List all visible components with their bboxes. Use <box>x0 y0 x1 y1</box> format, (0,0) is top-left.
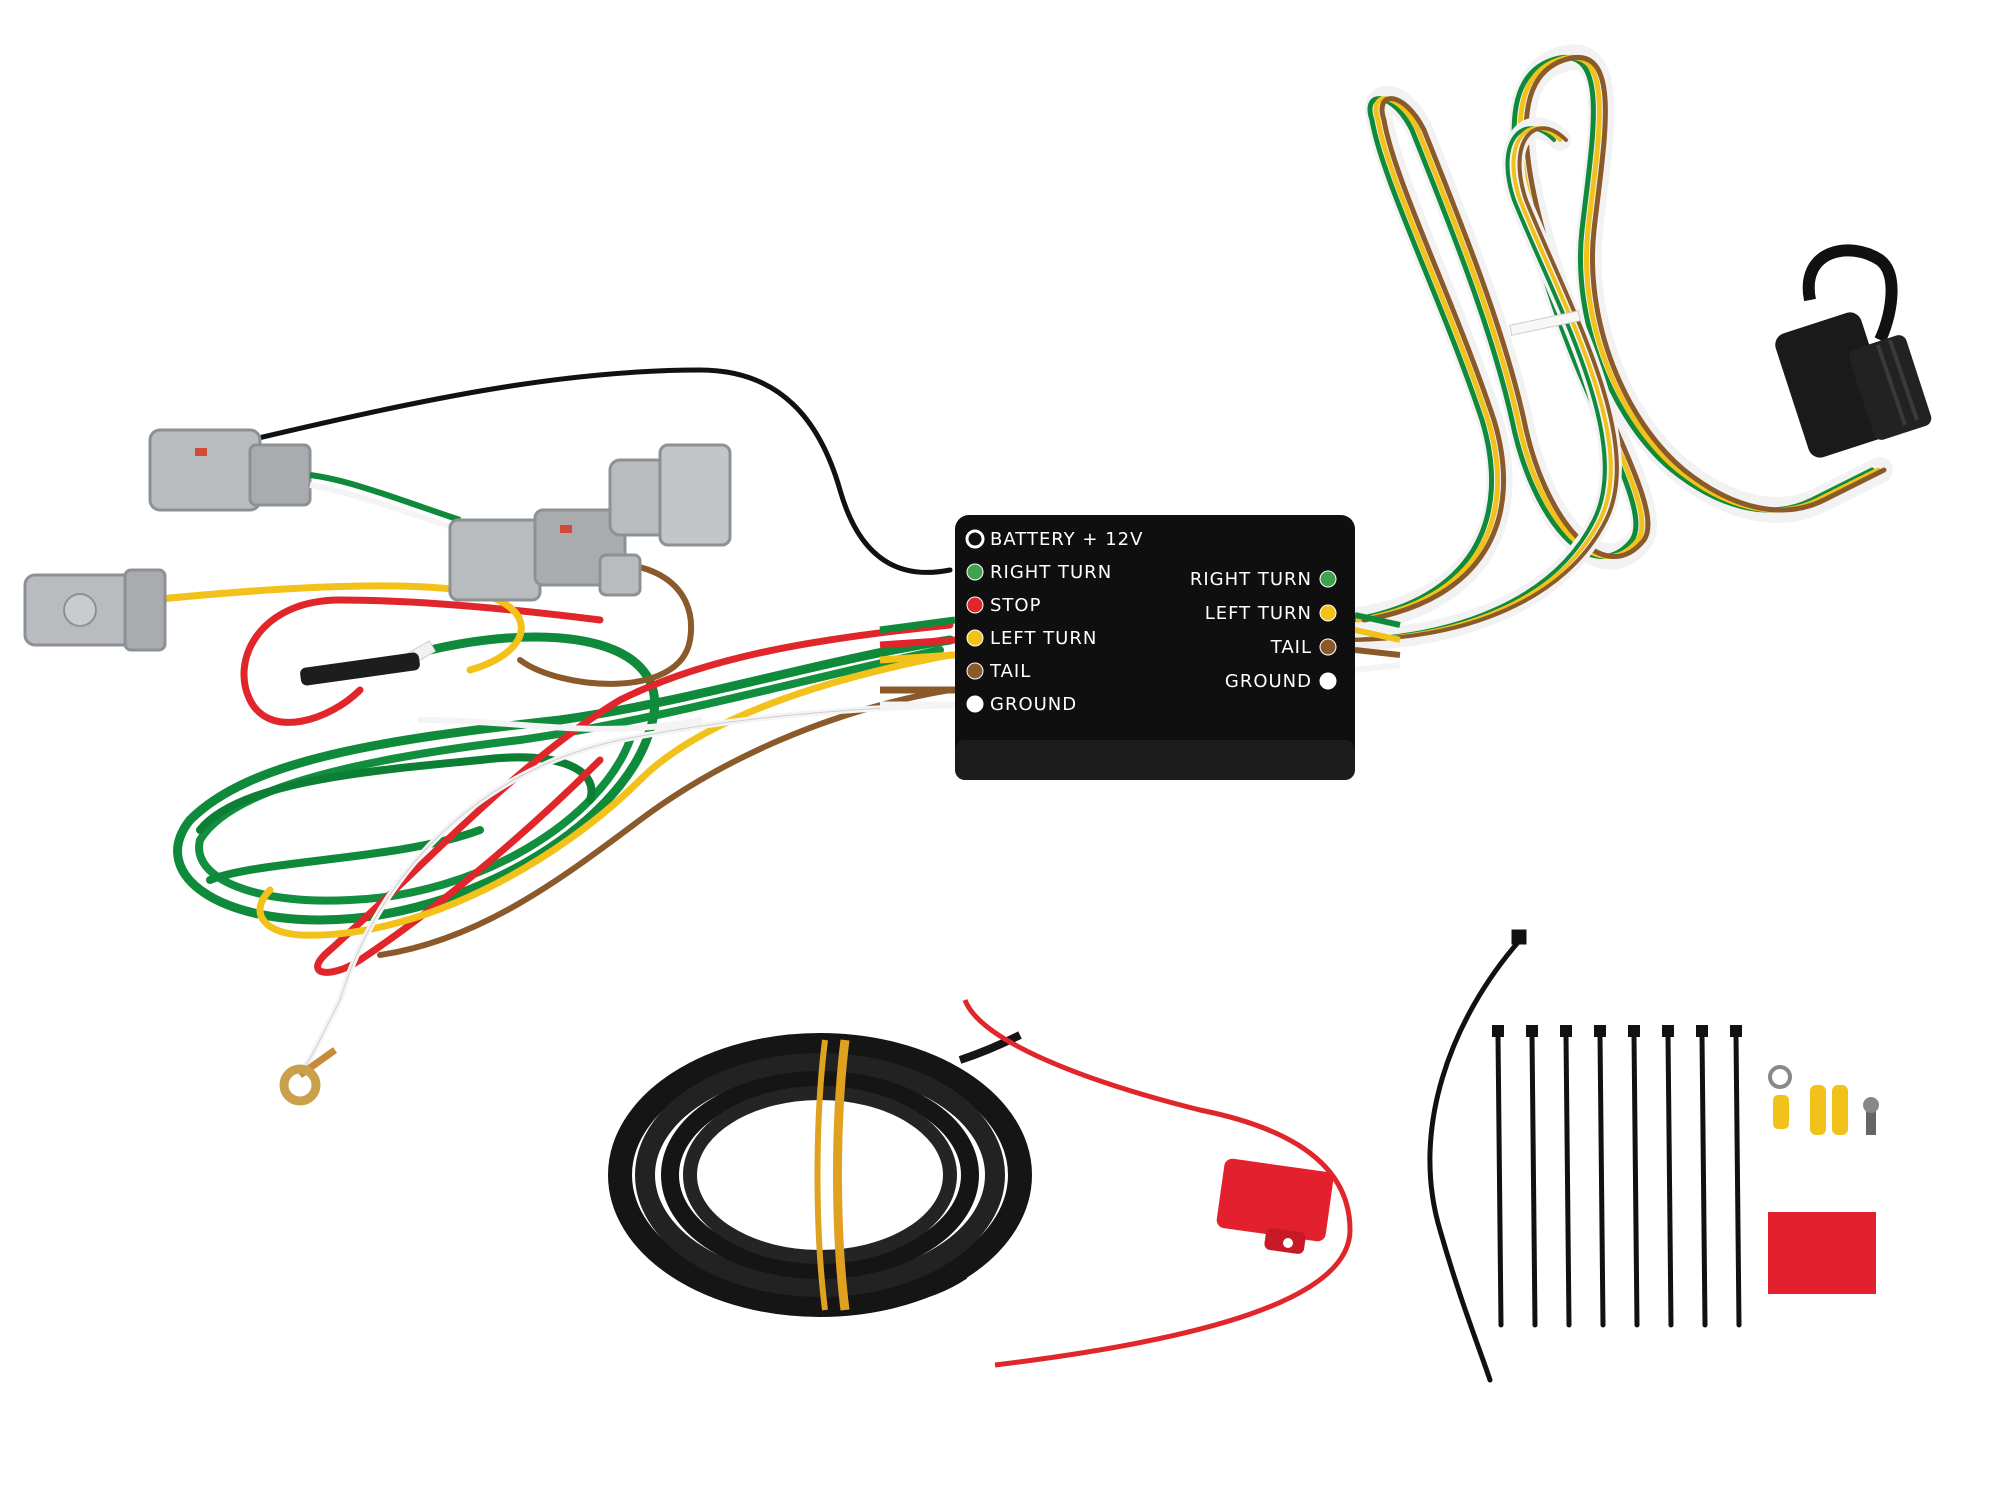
adhesive-pad <box>1768 1212 1876 1294</box>
output-label: GROUND <box>1225 671 1312 692</box>
cable-tie-band <box>1699 1032 1708 1328</box>
output-indicator-dot <box>1319 638 1337 656</box>
cable-tie-band <box>1495 1032 1504 1328</box>
harness-wire-bundle <box>146 367 955 1078</box>
four-way-flat-connector <box>1775 244 1932 458</box>
cable-tie-head <box>1492 1025 1504 1037</box>
cable-tie-head <box>1696 1025 1708 1037</box>
green-wire-loop <box>173 632 955 925</box>
module-leads <box>879 612 1401 709</box>
output-indicator-dot <box>1319 570 1337 588</box>
converter-module: BATTERY + 12V RIGHT TURN STOP LEFT TURN TAIL… <box>955 515 1355 780</box>
black-wire <box>247 367 953 575</box>
input-indicator-dot <box>966 629 984 647</box>
cable-tie-head <box>1560 1025 1572 1037</box>
connector-gray-right <box>608 443 732 547</box>
cable-ties <box>1427 929 1527 1383</box>
cable-tie-band <box>1631 1032 1640 1328</box>
module-input-labels: BATTERY + 12V RIGHT TURN STOP LEFT TURN TAIL… <box>965 529 1143 715</box>
input-label: TAIL <box>989 661 1031 682</box>
input-label: BATTERY + 12V <box>990 529 1143 550</box>
cable-tie-band <box>1665 1032 1674 1328</box>
connector-gray-top-left <box>148 428 461 533</box>
module-output-labels: RIGHT TURN LEFT TURN TAIL GROUND <box>1190 569 1337 692</box>
heat-shrink-sleeve <box>300 652 420 686</box>
input-indicator-dot <box>966 662 984 680</box>
ring-terminal <box>279 1047 338 1106</box>
output-indicator-dot <box>1319 604 1337 622</box>
black-wire-coil <box>608 1031 1032 1317</box>
trailer-wire-bundle <box>1329 44 1893 651</box>
cable-tie-head <box>1662 1025 1674 1037</box>
yellow-wire <box>256 651 954 939</box>
cable-tie-head <box>1730 1025 1742 1037</box>
brown-wire <box>377 687 953 958</box>
trailer-bundle-tie <box>1509 310 1581 336</box>
connector-gray-center <box>448 508 642 602</box>
cable-tie-band <box>1733 1032 1742 1328</box>
output-label: RIGHT TURN <box>1190 569 1312 590</box>
small-hardware <box>1768 1065 1879 1135</box>
fuse-holder <box>962 999 1353 1368</box>
input-indicator-dot <box>966 596 984 614</box>
input-indicator-dot <box>966 563 984 581</box>
cable-tie-band <box>1529 1032 1538 1328</box>
output-indicator-dot <box>1319 672 1337 690</box>
cable-tie-band <box>1563 1032 1572 1328</box>
connector-gray-left <box>23 568 167 652</box>
input-indicator-dot <box>966 695 984 713</box>
output-label: TAIL <box>1270 637 1312 658</box>
cable-tie-head <box>1594 1025 1606 1037</box>
cable-tie-head <box>1628 1025 1640 1037</box>
cable-tie-head <box>1526 1025 1538 1037</box>
input-label: LEFT TURN <box>990 628 1097 649</box>
cable-tie-band <box>1597 1032 1606 1328</box>
input-indicator-dot <box>965 529 985 549</box>
short-cable-ties <box>1492 1025 1742 1328</box>
input-label: GROUND <box>990 694 1077 715</box>
input-label: STOP <box>990 595 1041 616</box>
output-label: LEFT TURN <box>1205 603 1312 624</box>
input-label: RIGHT TURN <box>990 562 1112 583</box>
